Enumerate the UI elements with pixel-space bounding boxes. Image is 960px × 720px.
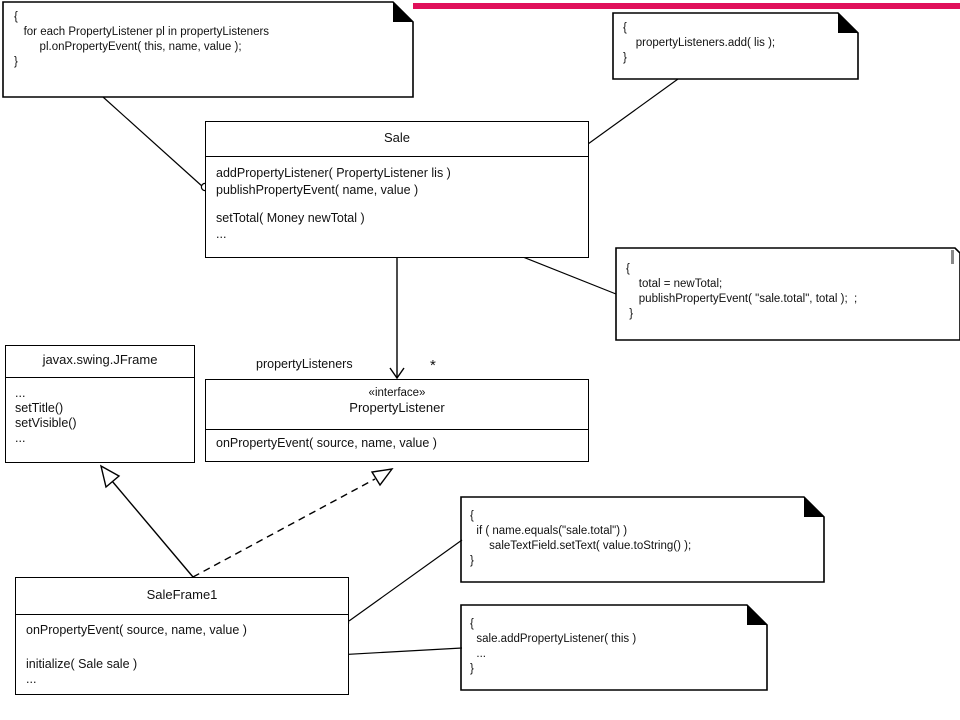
operation: ... bbox=[26, 672, 37, 686]
class-sale: Sale addPropertyListener( PropertyListen… bbox=[205, 121, 589, 258]
operation: addPropertyListener( PropertyListener li… bbox=[216, 166, 451, 180]
operation: onPropertyEvent( source, name, value ) bbox=[216, 436, 437, 450]
note-outline-initialize bbox=[460, 604, 768, 691]
note-fold-onevent bbox=[804, 497, 824, 517]
operation: setTotal( Money newTotal ) bbox=[216, 211, 365, 225]
anchor-line-onevent bbox=[348, 539, 463, 622]
operation: ... bbox=[15, 386, 26, 400]
note-outline-onevent bbox=[460, 496, 825, 583]
operation: setVisible() bbox=[15, 416, 77, 430]
note-outline-publish bbox=[2, 1, 414, 98]
interface-name: PropertyListener bbox=[349, 400, 445, 415]
interface-operations: onPropertyEvent( source, name, value ) bbox=[206, 429, 588, 451]
accent-bar bbox=[413, 3, 960, 9]
class-sale-name: Sale bbox=[383, 130, 411, 145]
note-fold-add bbox=[838, 13, 858, 33]
association-role-label: propertyListeners bbox=[256, 357, 353, 371]
class-jframe-name: javax.swing.JFrame bbox=[42, 352, 158, 367]
note-outline-settotal bbox=[615, 247, 960, 341]
operation: ... bbox=[15, 431, 26, 445]
association-arrowhead bbox=[389, 367, 405, 380]
class-jframe: javax.swing.JFrame ... setTitle() setVis… bbox=[5, 345, 195, 463]
operation: onPropertyEvent( source, name, value ) bbox=[26, 623, 247, 637]
note-onevent: { if ( name.equals("sale.total") ) saleT… bbox=[470, 510, 692, 567]
note-mark-settotal bbox=[951, 250, 954, 264]
anchor-line-publish bbox=[102, 96, 204, 188]
note-outline-add bbox=[612, 12, 859, 80]
note-settotal: { total = newTotal; publishPropertyEvent… bbox=[626, 263, 858, 320]
note-publish: { for each PropertyListener pl in proper… bbox=[14, 11, 270, 68]
interface-property-listener: «interface» PropertyListener onPropertyE… bbox=[205, 379, 589, 462]
interface-stereotype: «interface» bbox=[368, 387, 426, 399]
generalization-arrowhead bbox=[99, 464, 121, 489]
operation: publishPropertyEvent( name, value ) bbox=[216, 183, 419, 197]
class-sale-operations: addPropertyListener( PropertyListener li… bbox=[206, 156, 588, 242]
operation: initialize( Sale sale ) bbox=[26, 657, 138, 671]
operation: setTitle() bbox=[15, 401, 64, 415]
operation: ... bbox=[216, 227, 227, 241]
association-multiplicity: * bbox=[430, 357, 436, 374]
class-saleframe1-name: SaleFrame1 bbox=[146, 587, 218, 602]
realization-line bbox=[192, 478, 376, 578]
note-initialize: { sale.addPropertyListener( this ) ... } bbox=[470, 618, 637, 675]
class-saleframe1-operations: onPropertyEvent( source, name, value ) i… bbox=[16, 614, 348, 687]
note-fold-initialize bbox=[747, 605, 767, 625]
class-jframe-operations: ... setTitle() setVisible() ... bbox=[6, 377, 194, 446]
class-saleframe1: SaleFrame1 onPropertyEvent( source, name… bbox=[15, 577, 349, 695]
realization-arrowhead bbox=[370, 468, 394, 487]
note-add: { propertyListeners.add( lis ); } bbox=[623, 22, 776, 64]
note-fold-publish bbox=[393, 2, 413, 22]
generalization-line bbox=[111, 480, 194, 578]
